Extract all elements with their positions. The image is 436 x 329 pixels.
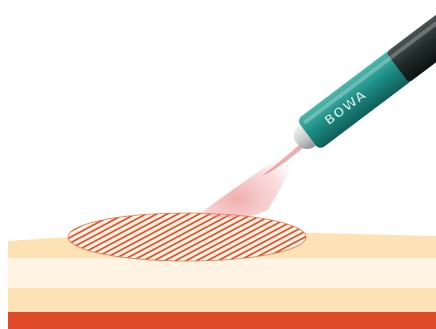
tissue-base-layer xyxy=(8,312,436,329)
plasma-spray xyxy=(200,142,306,218)
bowa-handpiece: BOWA xyxy=(285,10,436,158)
tissue-lower-layer xyxy=(8,288,436,312)
tissue-middle-layer xyxy=(8,258,436,288)
coagulation-zone xyxy=(68,213,306,261)
